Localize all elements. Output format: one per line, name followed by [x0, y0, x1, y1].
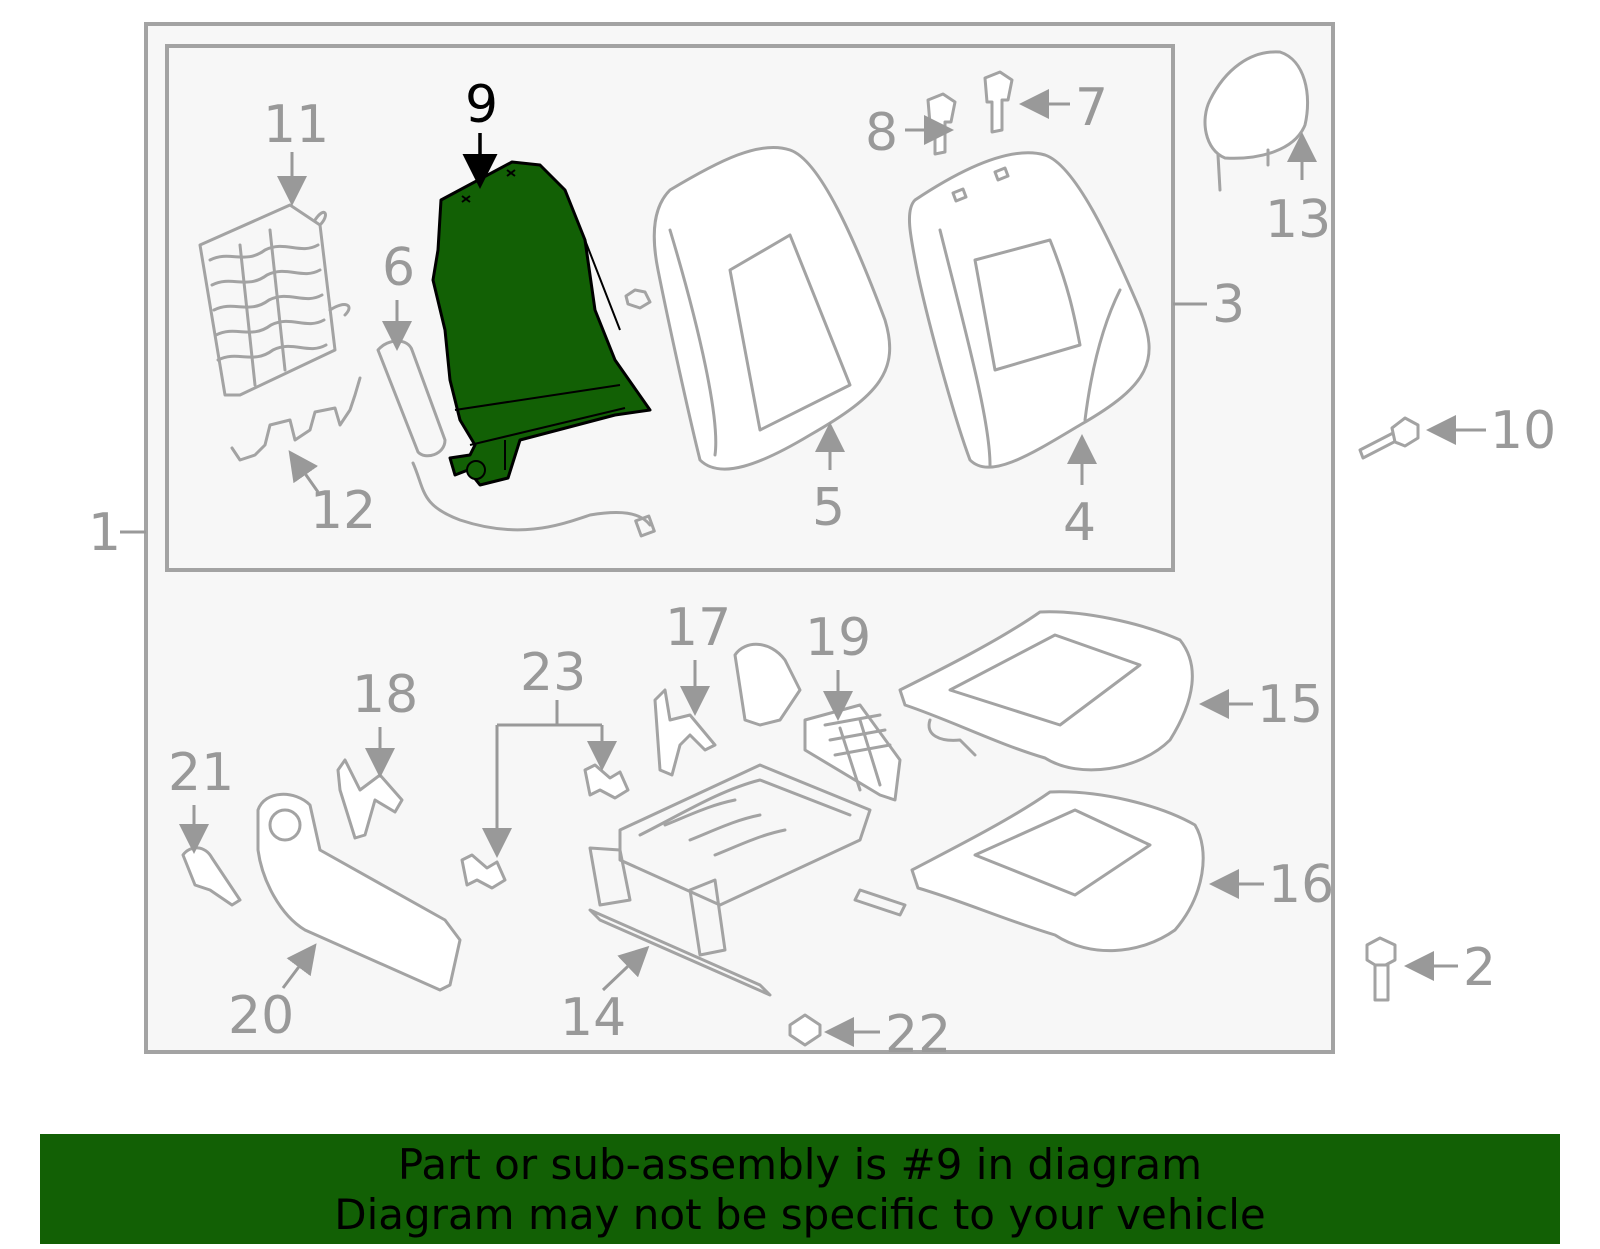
part-5-seatback-pad[interactable]: [652, 145, 892, 471]
part-23-clips[interactable]: [460, 763, 630, 890]
part-10-bolt[interactable]: [1358, 416, 1420, 460]
label-22: 22: [885, 1005, 951, 1065]
part-7-headrest-guide[interactable]: [983, 70, 1014, 134]
label-14: 14: [560, 988, 626, 1048]
label-9: 9: [465, 75, 498, 135]
parts-diagram: 1 2 3 4 5 6 7 8 9 10 11 12 13 14 15 16 1…: [88, 22, 1556, 1065]
label-21: 21: [168, 743, 234, 803]
part-number-labels: 1 2 3 4 5 6 7 8 9 10 11 12 13 14 15 16 1…: [88, 75, 1556, 1065]
leader-lines: [120, 89, 1486, 1047]
part-4-seatback-cover[interactable]: [908, 151, 1151, 469]
label-16: 16: [1268, 855, 1334, 915]
part-13-headrest[interactable]: [1203, 50, 1309, 192]
label-4: 4: [1063, 493, 1096, 553]
part-16-cushion-cover[interactable]: [910, 790, 1205, 952]
part-17-bracket[interactable]: [653, 688, 717, 777]
part-9-seatback-frame-highlighted[interactable]: [431, 160, 652, 487]
label-23: 23: [520, 643, 586, 703]
label-7: 7: [1075, 78, 1108, 138]
part-22-clip[interactable]: [788, 1013, 822, 1047]
label-15: 15: [1257, 675, 1323, 735]
label-19: 19: [805, 608, 871, 668]
info-banner: Part or sub-assembly is #9 in diagram Di…: [40, 1134, 1560, 1244]
label-10: 10: [1490, 401, 1556, 461]
part-2-bolt[interactable]: [1365, 936, 1397, 1002]
label-5: 5: [812, 478, 845, 538]
banner-line-1: Part or sub-assembly is #9 in diagram: [397, 1140, 1203, 1189]
part-20-side-shield[interactable]: [256, 792, 462, 992]
label-11: 11: [263, 95, 329, 155]
label-18: 18: [352, 665, 418, 725]
label-8: 8: [865, 103, 898, 163]
label-6: 6: [382, 238, 415, 298]
clip-icon: [624, 288, 652, 310]
banner-line-2: Diagram may not be specific to your vehi…: [334, 1190, 1266, 1239]
label-17: 17: [665, 598, 731, 658]
label-20: 20: [228, 986, 294, 1046]
part-18-bracket[interactable]: [336, 758, 404, 840]
label-2: 2: [1463, 938, 1496, 998]
part-12-wire[interactable]: [230, 376, 362, 462]
part-14-cushion-frame[interactable]: [588, 763, 907, 997]
label-1: 1: [88, 503, 121, 563]
part-15-cushion-pad[interactable]: [898, 610, 1194, 772]
label-3: 3: [1212, 275, 1245, 335]
label-13: 13: [1265, 190, 1331, 250]
label-12: 12: [310, 481, 376, 541]
